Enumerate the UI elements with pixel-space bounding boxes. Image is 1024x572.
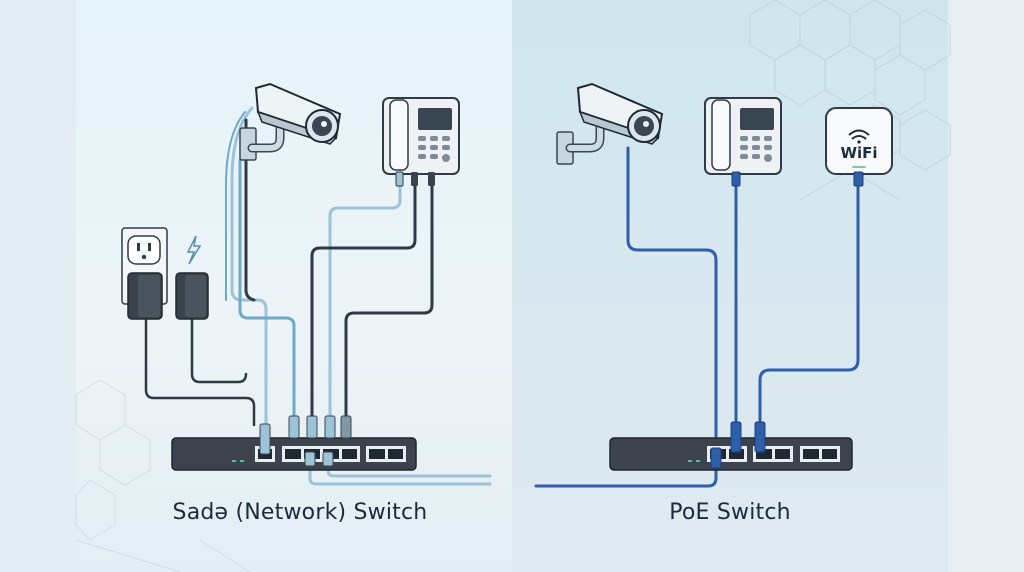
poe-cables (534, 146, 860, 488)
svg-text:WiFi: WiFi (840, 144, 877, 162)
ip-camera-icon (239, 82, 342, 161)
standard-switch-title: Sadə (Network) Switch (172, 500, 428, 525)
ip-phone-icon (704, 97, 782, 187)
power-cables (144, 316, 256, 427)
poe-switch-title: PoE Switch (669, 500, 791, 525)
poe-switch (609, 421, 853, 471)
background-margin-right (948, 0, 1024, 572)
power-adapter-icon (127, 272, 163, 320)
ip-phone-icon (382, 97, 460, 187)
ip-camera-icon (556, 82, 664, 165)
ethernet-cables-left (225, 106, 492, 486)
wifi-access-point-icon: WiFi (825, 107, 893, 187)
hexagon-pattern-left (75, 379, 251, 572)
network-switch-left (171, 415, 417, 471)
lightning-icon (186, 235, 202, 265)
background-margin-left (0, 0, 76, 572)
power-adapter-icon (175, 272, 209, 320)
